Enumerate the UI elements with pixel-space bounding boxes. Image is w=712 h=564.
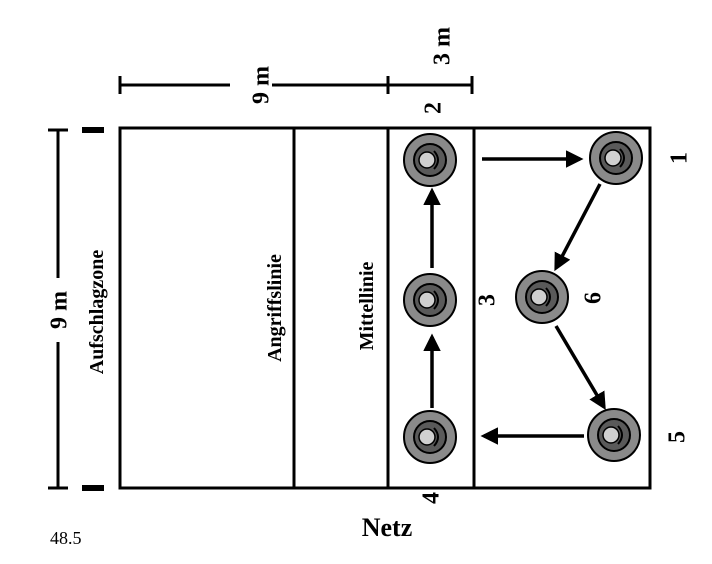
player-token-6 bbox=[515, 270, 569, 324]
service-zone-label: Aufschlagzone bbox=[86, 250, 108, 375]
players bbox=[403, 131, 643, 464]
player-token-2 bbox=[403, 133, 457, 187]
player-token-3 bbox=[403, 273, 457, 327]
position-number-1: 1 bbox=[666, 152, 692, 164]
position-number-6: 6 bbox=[580, 292, 606, 304]
height-ticks bbox=[82, 127, 104, 491]
width-dimension bbox=[118, 76, 474, 94]
court-outline bbox=[118, 126, 652, 490]
rotation-arrows bbox=[423, 150, 606, 445]
net-label: Netz bbox=[362, 513, 413, 542]
player-token-5 bbox=[587, 408, 641, 462]
attack-line-label: Angriffslinie bbox=[264, 254, 286, 362]
center-line-label: Mittellinie bbox=[356, 261, 378, 350]
position-number-4: 4 bbox=[418, 492, 444, 504]
height-label: 9 m bbox=[46, 291, 72, 329]
figure-number: 48.5 bbox=[50, 528, 82, 548]
player-token-1 bbox=[589, 131, 643, 185]
width-left-label: 9 m bbox=[248, 66, 274, 104]
player-token-4 bbox=[403, 410, 457, 464]
arrow-6-to-5 bbox=[554, 325, 606, 411]
position-number-3: 3 bbox=[474, 294, 500, 306]
width-right-label: 3 m bbox=[429, 27, 455, 65]
court bbox=[118, 126, 652, 490]
height-dimension bbox=[48, 128, 68, 490]
arrow-1-to-6 bbox=[554, 183, 602, 272]
position-number-2: 2 bbox=[420, 102, 446, 114]
position-number-5: 5 bbox=[664, 431, 690, 443]
